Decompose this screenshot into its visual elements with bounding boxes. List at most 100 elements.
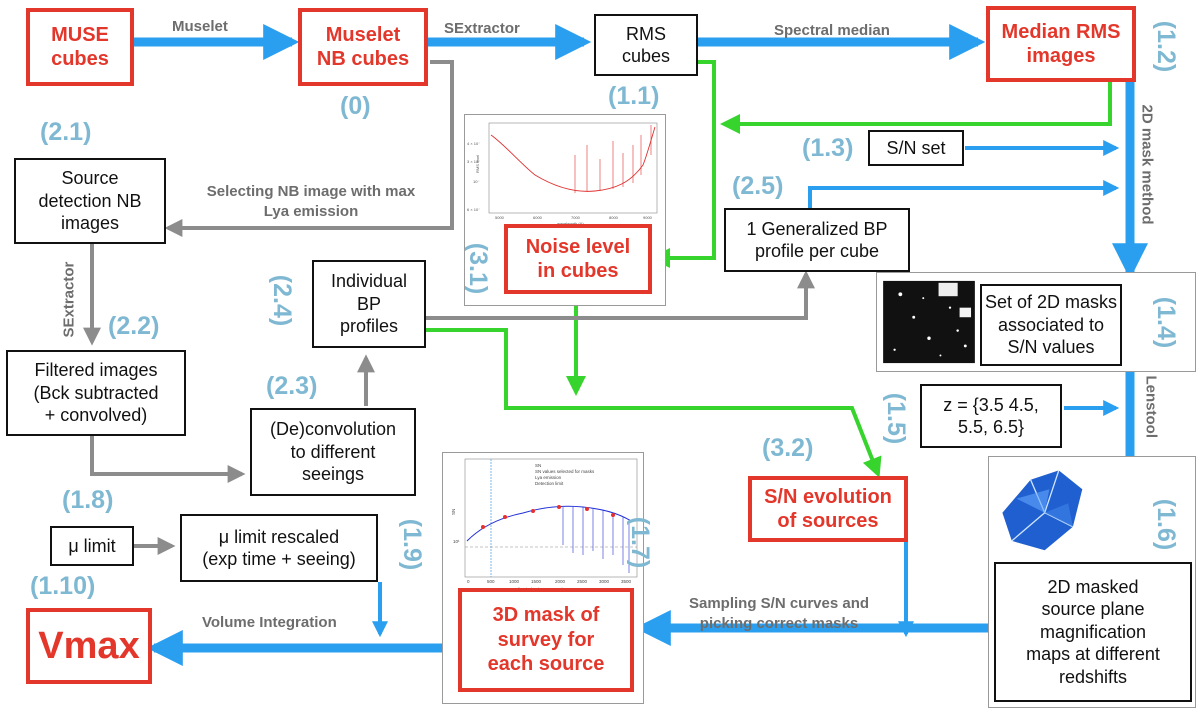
- edge-label-muselet: Muselet: [172, 18, 228, 35]
- step-number-0: (0): [340, 92, 371, 120]
- node-rms-cubes: RMS cubes: [594, 14, 698, 76]
- rms-ytick-1: 4 × 10⁻: [467, 141, 480, 146]
- node-redshifts-label: z = {3.5 4.5, 5.5, 6.5}: [943, 394, 1039, 438]
- node-vmax-label: Vmax: [38, 624, 140, 667]
- sn-xtick-3: 1000: [509, 579, 520, 584]
- sn-xtick-1: 0: [467, 579, 470, 584]
- sn-legend-4: Detection limit: [535, 481, 564, 486]
- sn-legend-2: SN values selected for masks: [535, 469, 595, 474]
- edge-label-lenstool: Lenstool: [1142, 375, 1160, 439]
- node-source-detection-nb: Source detection NB images: [14, 158, 166, 244]
- arrow-bp-to-method: [808, 180, 1120, 208]
- arrow-median-to-noise: [720, 82, 1112, 134]
- magnification-map-image: [993, 461, 1087, 555]
- sn-xtick-2: 500: [487, 579, 495, 584]
- sn-xtick-5: 2000: [555, 579, 566, 584]
- node-set-2d-masks: Set of 2D masks associated to S/N values: [980, 284, 1122, 366]
- node-filtered-images-label: Filtered images (Bck subtracted + convol…: [33, 360, 159, 426]
- step-number-3-2: (3.2): [762, 434, 814, 462]
- rms-ytick-3: 10⁻: [473, 179, 480, 184]
- node-mu-limit-rescaled: μ limit rescaled (exp time + seeing): [180, 514, 378, 582]
- step-number-2-1: (2.1): [40, 118, 92, 146]
- step-number-1-1: (1.1): [608, 82, 660, 110]
- step-number-1-8: (1.8): [62, 486, 114, 514]
- rms-plot: 4 × 10⁻ 3 × 10⁻ 10⁻ 6 × 10⁻ 5000 6000 70…: [467, 122, 658, 226]
- node-deconvolution: (De)convolution to different seeings: [250, 408, 416, 496]
- node-filtered-images: Filtered images (Bck subtracted + convol…: [6, 350, 186, 436]
- node-muselet-nb-cubes: Muselet NB cubes: [298, 8, 428, 86]
- arrow-muselet-to-source: [164, 60, 454, 237]
- node-3d-mask: 3D mask of survey for each source: [458, 588, 634, 692]
- step-number-1-9: (1.9): [398, 518, 427, 571]
- node-muselet-nb-cubes-label: Muselet NB cubes: [316, 23, 410, 70]
- mask-image: [883, 280, 975, 364]
- node-source-detection-nb-label: Source detection NB images: [38, 168, 142, 234]
- step-number-2-4: (2.4): [268, 274, 297, 327]
- node-muse-cubes-label: MUSE cubes: [51, 23, 109, 70]
- edge-label-volume-integration: Volume Integration: [202, 614, 337, 631]
- node-vmax: Vmax: [26, 608, 152, 684]
- node-set-2d-masks-label: Set of 2D masks associated to S/N values: [984, 292, 1118, 358]
- rms-ytick-2: 3 × 10⁻: [467, 159, 480, 164]
- edge-label-mask-method: 2D mask method: [1138, 104, 1156, 225]
- node-noise-level-label: Noise level in cubes: [525, 235, 631, 282]
- step-number-2-3: (2.3): [266, 372, 318, 400]
- node-median-rms-images-label: Median RMS images: [1001, 20, 1121, 67]
- node-3d-mask-label: 3D mask of survey for each source: [487, 604, 605, 676]
- arrow-bp-to-sn: [426, 328, 882, 478]
- node-noise-level: Noise level in cubes: [504, 224, 652, 294]
- edge-label-selecting-nb: Selecting NB image with max Lya emission: [206, 183, 416, 220]
- node-mu-limit-label: μ limit: [68, 535, 116, 556]
- node-rms-cubes-label: RMS cubes: [621, 23, 671, 67]
- step-number-1-7: (1.7): [626, 516, 655, 569]
- rms-xtick-2: 6000: [533, 215, 543, 220]
- step-number-1-5: (1.5): [882, 392, 911, 445]
- node-redshifts: z = {3.5 4.5, 5.5, 6.5}: [920, 384, 1062, 448]
- node-generalized-bp-label: 1 Generalized BP profile per cube: [746, 218, 888, 262]
- sn-plot: SN SN values selected for masks Lya emis…: [451, 458, 638, 592]
- step-number-1-6: (1.6): [1152, 498, 1181, 551]
- rms-ytick-4: 6 × 10⁻: [467, 207, 480, 212]
- step-number-1-10: (1.10): [30, 572, 96, 600]
- node-masked-maps-label: 2D masked source plane magnification map…: [1026, 576, 1160, 687]
- node-sn-evolution: S/N evolution of sources: [748, 476, 908, 542]
- step-number-1-2: (1.2): [1152, 20, 1181, 73]
- node-individual-bp: Individual BP profiles: [312, 260, 426, 348]
- edge-label-sextractor-top: SExtractor: [444, 20, 520, 37]
- step-number-1-3: (1.3): [802, 134, 854, 162]
- node-generalized-bp: 1 Generalized BP profile per cube: [724, 208, 910, 272]
- rms-xtick-5: 9000: [643, 215, 653, 220]
- sn-ytick: 10¹: [453, 539, 460, 544]
- arrow-bp-to-generalized: [426, 270, 815, 320]
- step-number-2-2: (2.2): [108, 312, 160, 340]
- rms-xtick-3: 7000: [571, 215, 581, 220]
- step-number-1-4: (1.4): [1152, 296, 1181, 349]
- edge-label-sampling: Sampling S/N curves and picking correct …: [688, 595, 870, 632]
- sn-xtick-6: 2500: [577, 579, 588, 584]
- step-number-3-1: (3.1): [464, 242, 493, 295]
- node-sn-evolution-label: S/N evolution of sources: [764, 485, 892, 532]
- arrow-rms-to-noise: [650, 60, 716, 268]
- rms-xtick-4: 8000: [609, 215, 619, 220]
- sn-xtick-8: 3500: [621, 579, 632, 584]
- rms-xlabel: wavelength (A): [557, 221, 584, 226]
- sn-legend-3: Lya emission: [535, 475, 562, 480]
- rms-ylabel: RMS level: [475, 155, 480, 173]
- node-sn-set: S/N set: [868, 130, 964, 166]
- node-individual-bp-label: Individual BP profiles: [330, 271, 408, 337]
- sn-xtick-7: 3000: [599, 579, 610, 584]
- sn-legend-1: SN: [535, 463, 541, 468]
- sn-ylabel: SN: [451, 509, 456, 515]
- node-mu-limit: μ limit: [50, 526, 134, 566]
- node-muse-cubes: MUSE cubes: [26, 8, 134, 86]
- arrow-filtered-to-deconv: [90, 436, 246, 483]
- node-deconvolution-label: (De)convolution to different seeings: [269, 419, 397, 485]
- node-masked-maps: 2D masked source plane magnification map…: [994, 562, 1192, 702]
- rms-xtick-1: 5000: [495, 215, 505, 220]
- step-number-2-5: (2.5): [732, 172, 784, 200]
- edge-label-sextractor-left: SExtractor: [60, 261, 78, 338]
- edge-label-spectral-median: Spectral median: [774, 22, 890, 39]
- node-sn-set-label: S/N set: [886, 137, 946, 158]
- node-median-rms-images: Median RMS images: [986, 6, 1136, 82]
